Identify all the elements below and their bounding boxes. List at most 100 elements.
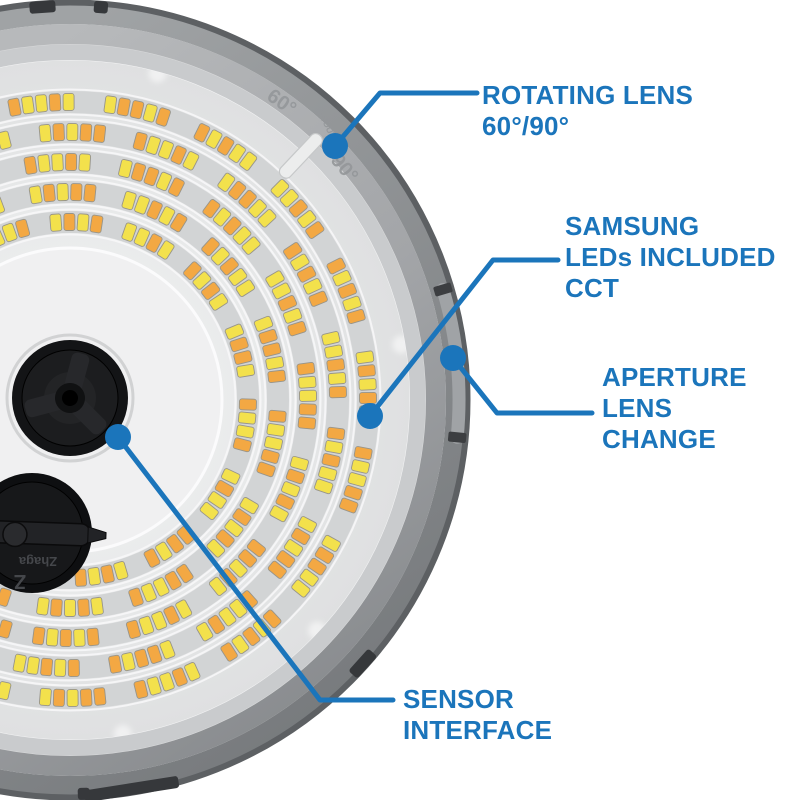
led-chip — [78, 153, 92, 172]
led-chip — [193, 123, 211, 143]
led-chip — [270, 179, 290, 198]
led-chip — [298, 389, 318, 402]
led-chip — [297, 210, 317, 229]
led-chip — [217, 172, 236, 192]
led-chip — [238, 549, 258, 568]
led-chip — [214, 479, 235, 498]
aperture-label-line3: CHANGE — [602, 424, 716, 454]
led-chip — [52, 688, 66, 707]
led-chip — [232, 508, 252, 526]
led-chip — [70, 183, 83, 202]
led-chip — [21, 95, 35, 115]
led-chip — [151, 611, 168, 631]
led-chip — [215, 529, 235, 548]
callout-dot-rotating-lens — [322, 133, 348, 159]
led-chip — [86, 627, 100, 647]
callout-line-samsung-leds — [367, 257, 561, 419]
led-chip — [168, 177, 185, 197]
callout-dot-samsung-leds — [357, 403, 383, 429]
led-chip — [229, 336, 249, 353]
led-chip — [159, 672, 175, 692]
rim-clip — [29, 0, 56, 14]
led-chip — [170, 145, 187, 165]
rim-clip — [77, 787, 90, 800]
led-chip — [38, 123, 52, 143]
samsung-leds-label-line2: LEDs INCLUDED — [565, 242, 776, 272]
led-chip — [0, 130, 12, 150]
led-chip — [74, 568, 88, 587]
led-chip — [264, 436, 283, 451]
led-chip — [358, 378, 377, 391]
led-chip — [297, 516, 317, 533]
led-chip — [51, 153, 64, 172]
led-chip — [282, 307, 303, 324]
led-chip — [66, 123, 79, 141]
led-chip — [326, 426, 346, 441]
led-chip — [219, 257, 239, 276]
led-chip — [146, 676, 162, 696]
led-chip — [166, 534, 185, 554]
led-chip — [258, 328, 278, 345]
led-chip — [134, 195, 150, 215]
led-chip — [229, 598, 248, 619]
led-chip — [332, 270, 352, 287]
led-chip — [266, 423, 286, 437]
led-chip — [233, 350, 253, 365]
lens-slot — [278, 132, 323, 179]
led-chip — [64, 599, 76, 617]
led-ring-3 — [0, 123, 347, 677]
zhaga-text: Zhaga — [18, 554, 57, 569]
led-chip — [208, 293, 229, 311]
rotating-lens-label-line1: ROTATING LENS — [482, 80, 694, 110]
led-chip — [262, 609, 282, 629]
led-chip — [143, 166, 160, 187]
callouts — [105, 90, 595, 703]
sensor-interface-label: SENSOR INTERFACE — [403, 684, 552, 746]
led-chip — [326, 358, 345, 372]
led-chip — [221, 468, 241, 485]
led-chip — [208, 576, 228, 596]
samsung-leds-label-line3: CCT — [565, 273, 620, 303]
led-chip — [324, 344, 343, 359]
led-chip — [351, 459, 370, 474]
led-chip — [307, 557, 327, 576]
led-chip — [339, 497, 359, 514]
led-chip — [224, 519, 244, 538]
led-chip — [248, 199, 267, 218]
led-chip — [327, 372, 347, 385]
led-chip — [353, 446, 373, 461]
callout-dot-sensor-interface — [105, 424, 131, 450]
led-chip — [328, 385, 347, 399]
led-chip — [155, 541, 173, 561]
led-chip — [296, 361, 316, 376]
led-chip — [128, 587, 144, 607]
led-chip — [281, 481, 301, 498]
led-chip — [238, 398, 257, 411]
callout-dot-aperture-lens-change — [440, 345, 466, 371]
led-chip — [267, 560, 287, 579]
led-chip — [92, 124, 107, 143]
led-chip — [15, 218, 31, 238]
led-chip — [201, 281, 221, 300]
led-chip — [202, 199, 221, 219]
led-chip — [49, 213, 63, 232]
led-chip — [1, 222, 18, 243]
led-chip — [90, 596, 104, 616]
led-chip — [277, 295, 298, 312]
led-chip — [321, 331, 341, 346]
led-chip — [228, 180, 247, 201]
led-chip — [346, 308, 366, 325]
led-chip — [170, 212, 188, 233]
led-chip — [133, 679, 149, 699]
led-chip — [145, 135, 161, 155]
led-chip — [155, 107, 171, 127]
led-chip — [76, 213, 90, 232]
led-chip — [201, 237, 220, 257]
rim-clips — [29, 0, 377, 800]
led-chip — [253, 315, 274, 332]
led-chip — [67, 659, 80, 677]
led-chip — [285, 468, 305, 485]
led-chip — [207, 491, 227, 509]
rotating-lens-label-line2: 60°/90° — [482, 111, 570, 141]
